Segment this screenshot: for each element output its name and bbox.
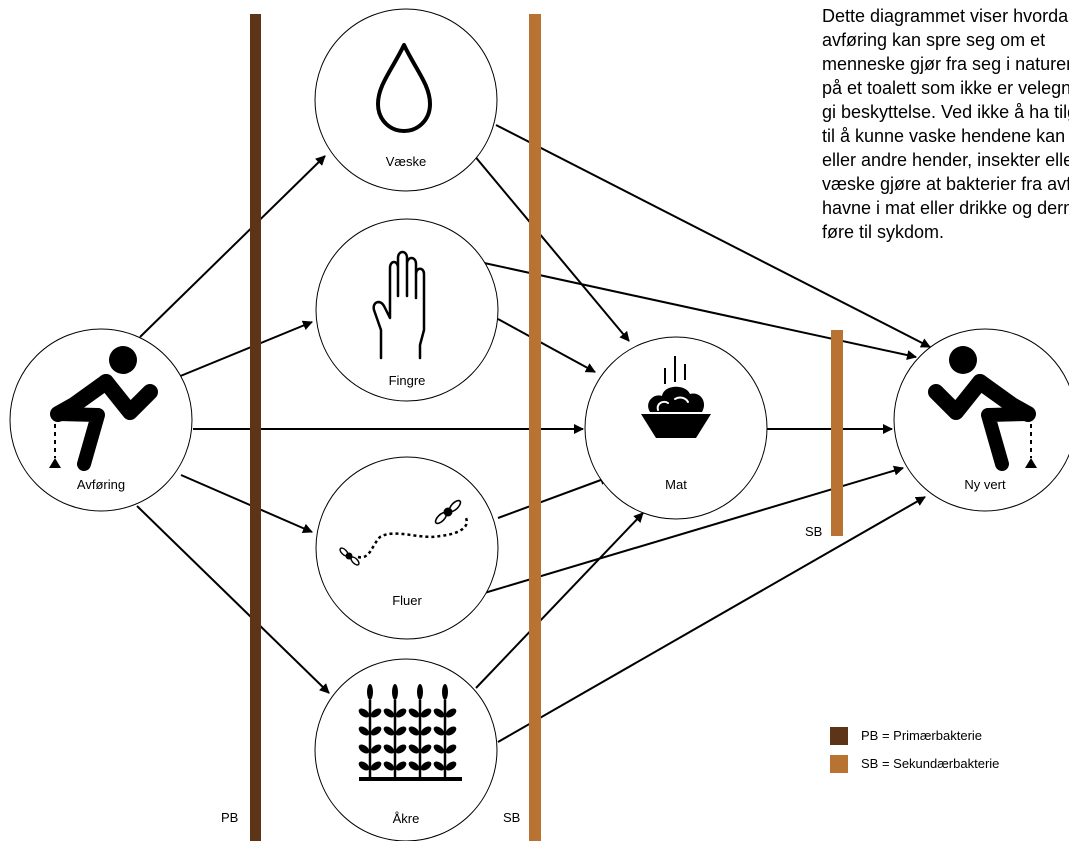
arrow-source-fields <box>136 505 330 694</box>
arrow-fields-host <box>497 496 926 743</box>
secondary-barrier-bar-2 <box>831 330 843 536</box>
food-bowl-icon <box>641 356 711 438</box>
primary-barrier-bar <box>250 14 261 841</box>
squatting-person-icon <box>49 346 158 471</box>
node-host-label: Ny vert <box>964 477 1006 492</box>
legend-primary-label: PB = Primærbakterie <box>861 728 982 743</box>
arrow-source-liquid <box>139 155 326 338</box>
node-fields <box>314 658 498 841</box>
legend: PB = Primærbakterie SB = Sekundærbakteri… <box>830 727 999 773</box>
arrow-source-flies <box>180 474 313 533</box>
squatting-person-icon <box>928 346 1037 471</box>
legend-secondary-swatch <box>830 755 848 773</box>
node-source-label: Avføring <box>77 477 125 492</box>
legend-primary-swatch <box>830 727 848 745</box>
node-food-label: Mat <box>665 477 687 492</box>
arrows <box>136 124 931 743</box>
node-flies-label: Fluer <box>392 593 422 608</box>
secondary-barrier-bar-1 <box>529 14 541 841</box>
secondary-barrier-label-2: SB <box>805 524 822 539</box>
water-drop-icon <box>376 43 432 133</box>
secondary-barrier-label-1: SB <box>503 810 520 825</box>
arrow-flies-food <box>497 475 610 519</box>
primary-barrier-label: PB <box>221 810 238 825</box>
arrow-source-fingers <box>177 320 313 378</box>
arrow-liquid-host <box>495 124 931 348</box>
legend-secondary-label: SB = Sekundærbakterie <box>861 756 999 771</box>
node-flies <box>315 456 499 640</box>
node-host <box>893 328 1069 512</box>
node-liquid <box>314 8 498 192</box>
arrow-fingers-food <box>497 318 596 373</box>
fly-icon <box>339 499 468 566</box>
arrow-liquid-food <box>467 147 630 342</box>
node-fingers-label: Fingre <box>389 373 426 388</box>
arrow-fields-food <box>475 512 644 689</box>
node-fields-label: Åkre <box>393 811 420 826</box>
hand-icon <box>372 250 426 360</box>
node-liquid-label: Væske <box>386 154 426 169</box>
node-fingers <box>315 218 499 402</box>
description-text: Dette diagrammet viser hvordan avføring … <box>822 6 1069 242</box>
wheat-field-icon <box>358 684 462 781</box>
